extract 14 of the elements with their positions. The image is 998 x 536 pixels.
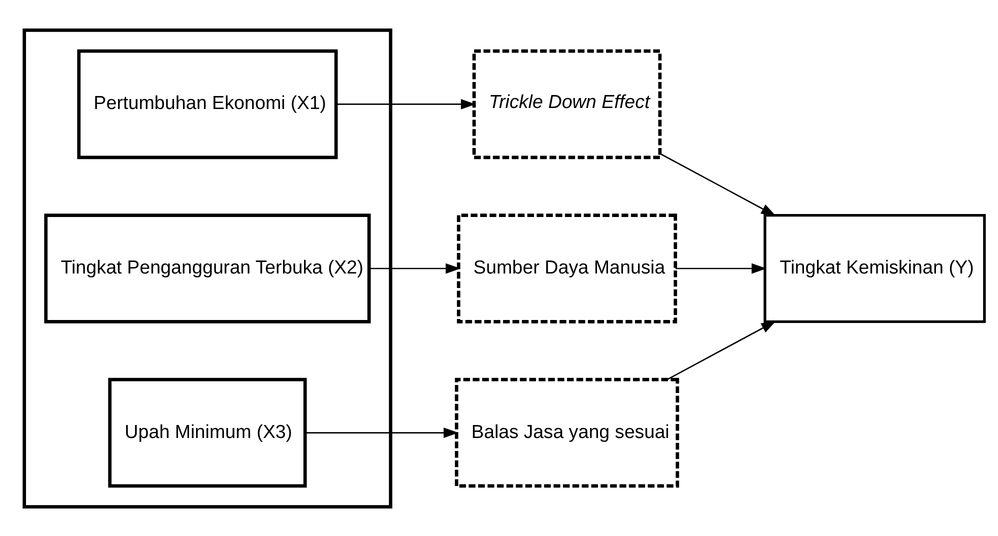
node-box: Upah Minimum (X3) [108,377,307,488]
cluster [22,28,392,508]
arrow [667,320,776,380]
arrow [660,152,776,216]
arrow [370,262,461,274]
arrow [336,98,476,109]
node-box: Trickle Down Effect [472,48,662,159]
node-box: Tingkat Kemiskinan (Y) [764,213,986,323]
node-box: Sumber Daya Manusia [456,213,678,323]
node-box: Tingkat Pengangguran Terbuka (X2) [44,213,371,323]
arrow [305,427,458,438]
arrow [675,262,766,274]
node-box: Balas Jasa yang sesuai [454,377,680,488]
node-box: Pertumbuhan Ekonomi (X1) [77,48,338,159]
